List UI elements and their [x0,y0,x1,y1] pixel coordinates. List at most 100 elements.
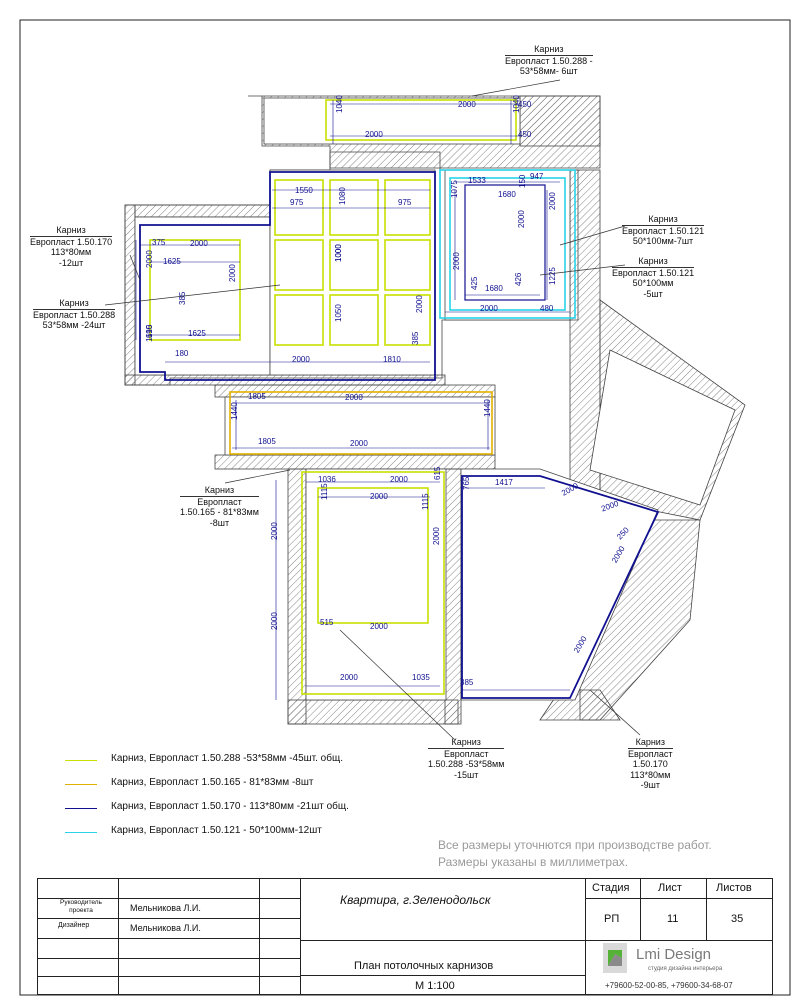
legend-label: Карниз, Европласт 1.50.170 - 113*80мм -2… [111,801,349,812]
annotation-line: -12шт [58,257,84,268]
dimension-label: 1417 [495,478,513,487]
dimension-label: 1115 [320,483,329,500]
dimension-label: 425 [470,276,479,290]
stage-header: Стадия [592,882,630,894]
dimension-label: 2000 [145,250,154,268]
dimension-label: 480 [540,304,554,313]
dimension-label: 765 [462,476,471,490]
annotation-line: 53*58мм- 6шт [519,66,578,76]
dimension-label: 385 [411,331,420,345]
annotation-line: 113*80мм [50,247,92,257]
dimension-label: 1115 [421,493,430,510]
role-name: Мельникова Л.И. [130,903,201,913]
dimension-label: 2000 [370,622,388,631]
annotation-line: 1.50.288 -53*58мм [428,759,505,769]
legend-label: Карниз, Европласт 1.50.121 - 50*100мм-12… [111,825,322,836]
dimension-label: 1036 [318,475,336,484]
dimension-label: 1050 [334,304,343,322]
dimension-label: 2000 [517,210,526,228]
dimension-label: 2000 [228,264,237,282]
dimension-label: 1190 [145,324,154,342]
sheet-title: План потолочных карнизов [354,960,494,972]
dimension-label: 2000 [548,192,557,210]
sheets-header: Листов [716,882,752,894]
dimension-label: 2000 [350,439,368,448]
dimension-label: 2000 [432,527,441,545]
annotation-line: Европласт 1.50.170 [30,235,113,247]
dimension-label: 947 [530,172,544,181]
dimension-label: 385 [460,678,474,687]
annotation-line: Карниз [451,737,481,747]
dimension-label: 1440 [483,399,492,417]
wall-left [124,204,136,386]
dimension-label: 2000 [365,130,383,139]
dimension-label: 1625 [188,329,206,338]
annotation-line: Карниз [638,256,668,266]
dimension-label: 2000 [270,612,279,630]
annotation-line: Карниз [534,44,564,54]
dimension-label: 975 [398,198,412,207]
title-block [37,878,773,995]
scale: М 1:100 [415,980,455,992]
logo-icon [603,943,627,973]
dimension-label: 375 [152,238,166,247]
dimension-label: 2000 [292,355,310,364]
annotation-line: Карниз [204,485,235,495]
annotation-line: -15шт [454,769,479,780]
dimension-label: 1035 [412,673,430,682]
annotation-line: Европласт [428,747,505,760]
legend-item: Карниз, Европласт 1.50.121 - 50*100мм-12… [65,824,405,848]
dimension-label: 2000 [415,295,424,313]
annotation-line: -9шт [640,780,660,790]
cornice-yellow [149,99,517,695]
sheet-value: 11 [667,913,679,925]
dimension-label: 180 [175,349,189,358]
cornice-blue-inner [464,184,546,301]
annotation-line: Европласт 1.50.288 - [505,54,593,66]
annotation-line: 1.50.165 - 81*83мм [180,507,259,517]
annotation-line: Карниз [635,737,665,747]
legend-label: Карниз, Европласт 1.50.165 - 81*83мм -8ш… [111,777,314,788]
dimension-label: 385 [178,291,187,305]
dimension-label: 1680 [485,284,503,293]
role-name: Мельникова Л.И. [130,923,201,933]
dimension-label: 615 [433,466,442,480]
dimension-label: 1810 [383,355,401,364]
dimension-label: 1680 [498,190,516,199]
dimension-label: 2000 [340,673,358,682]
annotation-line: 50*100мм [632,278,674,288]
page-frame [19,19,791,996]
dimension-label: 515 [320,618,334,627]
cornice-cyan [439,169,576,319]
note-line-1: Все размеры уточнются при производстве р… [438,838,712,852]
dimension-label: 2000 [390,475,408,484]
leader-lines [104,79,641,741]
dimension-label: 2000 [345,393,363,402]
note-line-2: Размеры указаны в миллиметрах. [438,855,629,869]
room-left [134,216,271,376]
annotation-line: -8шт [209,517,230,528]
cornice-blue [139,171,660,699]
room-balcony [589,349,736,506]
annotation-line: 1.50.170 [632,759,668,769]
annotation-line: 113*80мм [630,769,671,780]
dimension-label: 2000 [190,239,208,248]
legend-swatch [65,808,97,809]
legend-item: Карниз, Европласт 1.50.288 -53*58мм -45ш… [65,752,405,776]
room-center [269,169,436,376]
room-top [263,97,521,145]
legend-swatch [65,832,97,833]
dimension-label: 150 [518,174,527,188]
dimension-label: 1625 [163,257,181,266]
role-label: Дизайнер [58,922,90,929]
room-corridor [224,396,496,456]
dimension-label: 975 [290,198,304,207]
annotation-line: Европласт [180,495,259,508]
dimension-label: 1000 [334,244,343,262]
